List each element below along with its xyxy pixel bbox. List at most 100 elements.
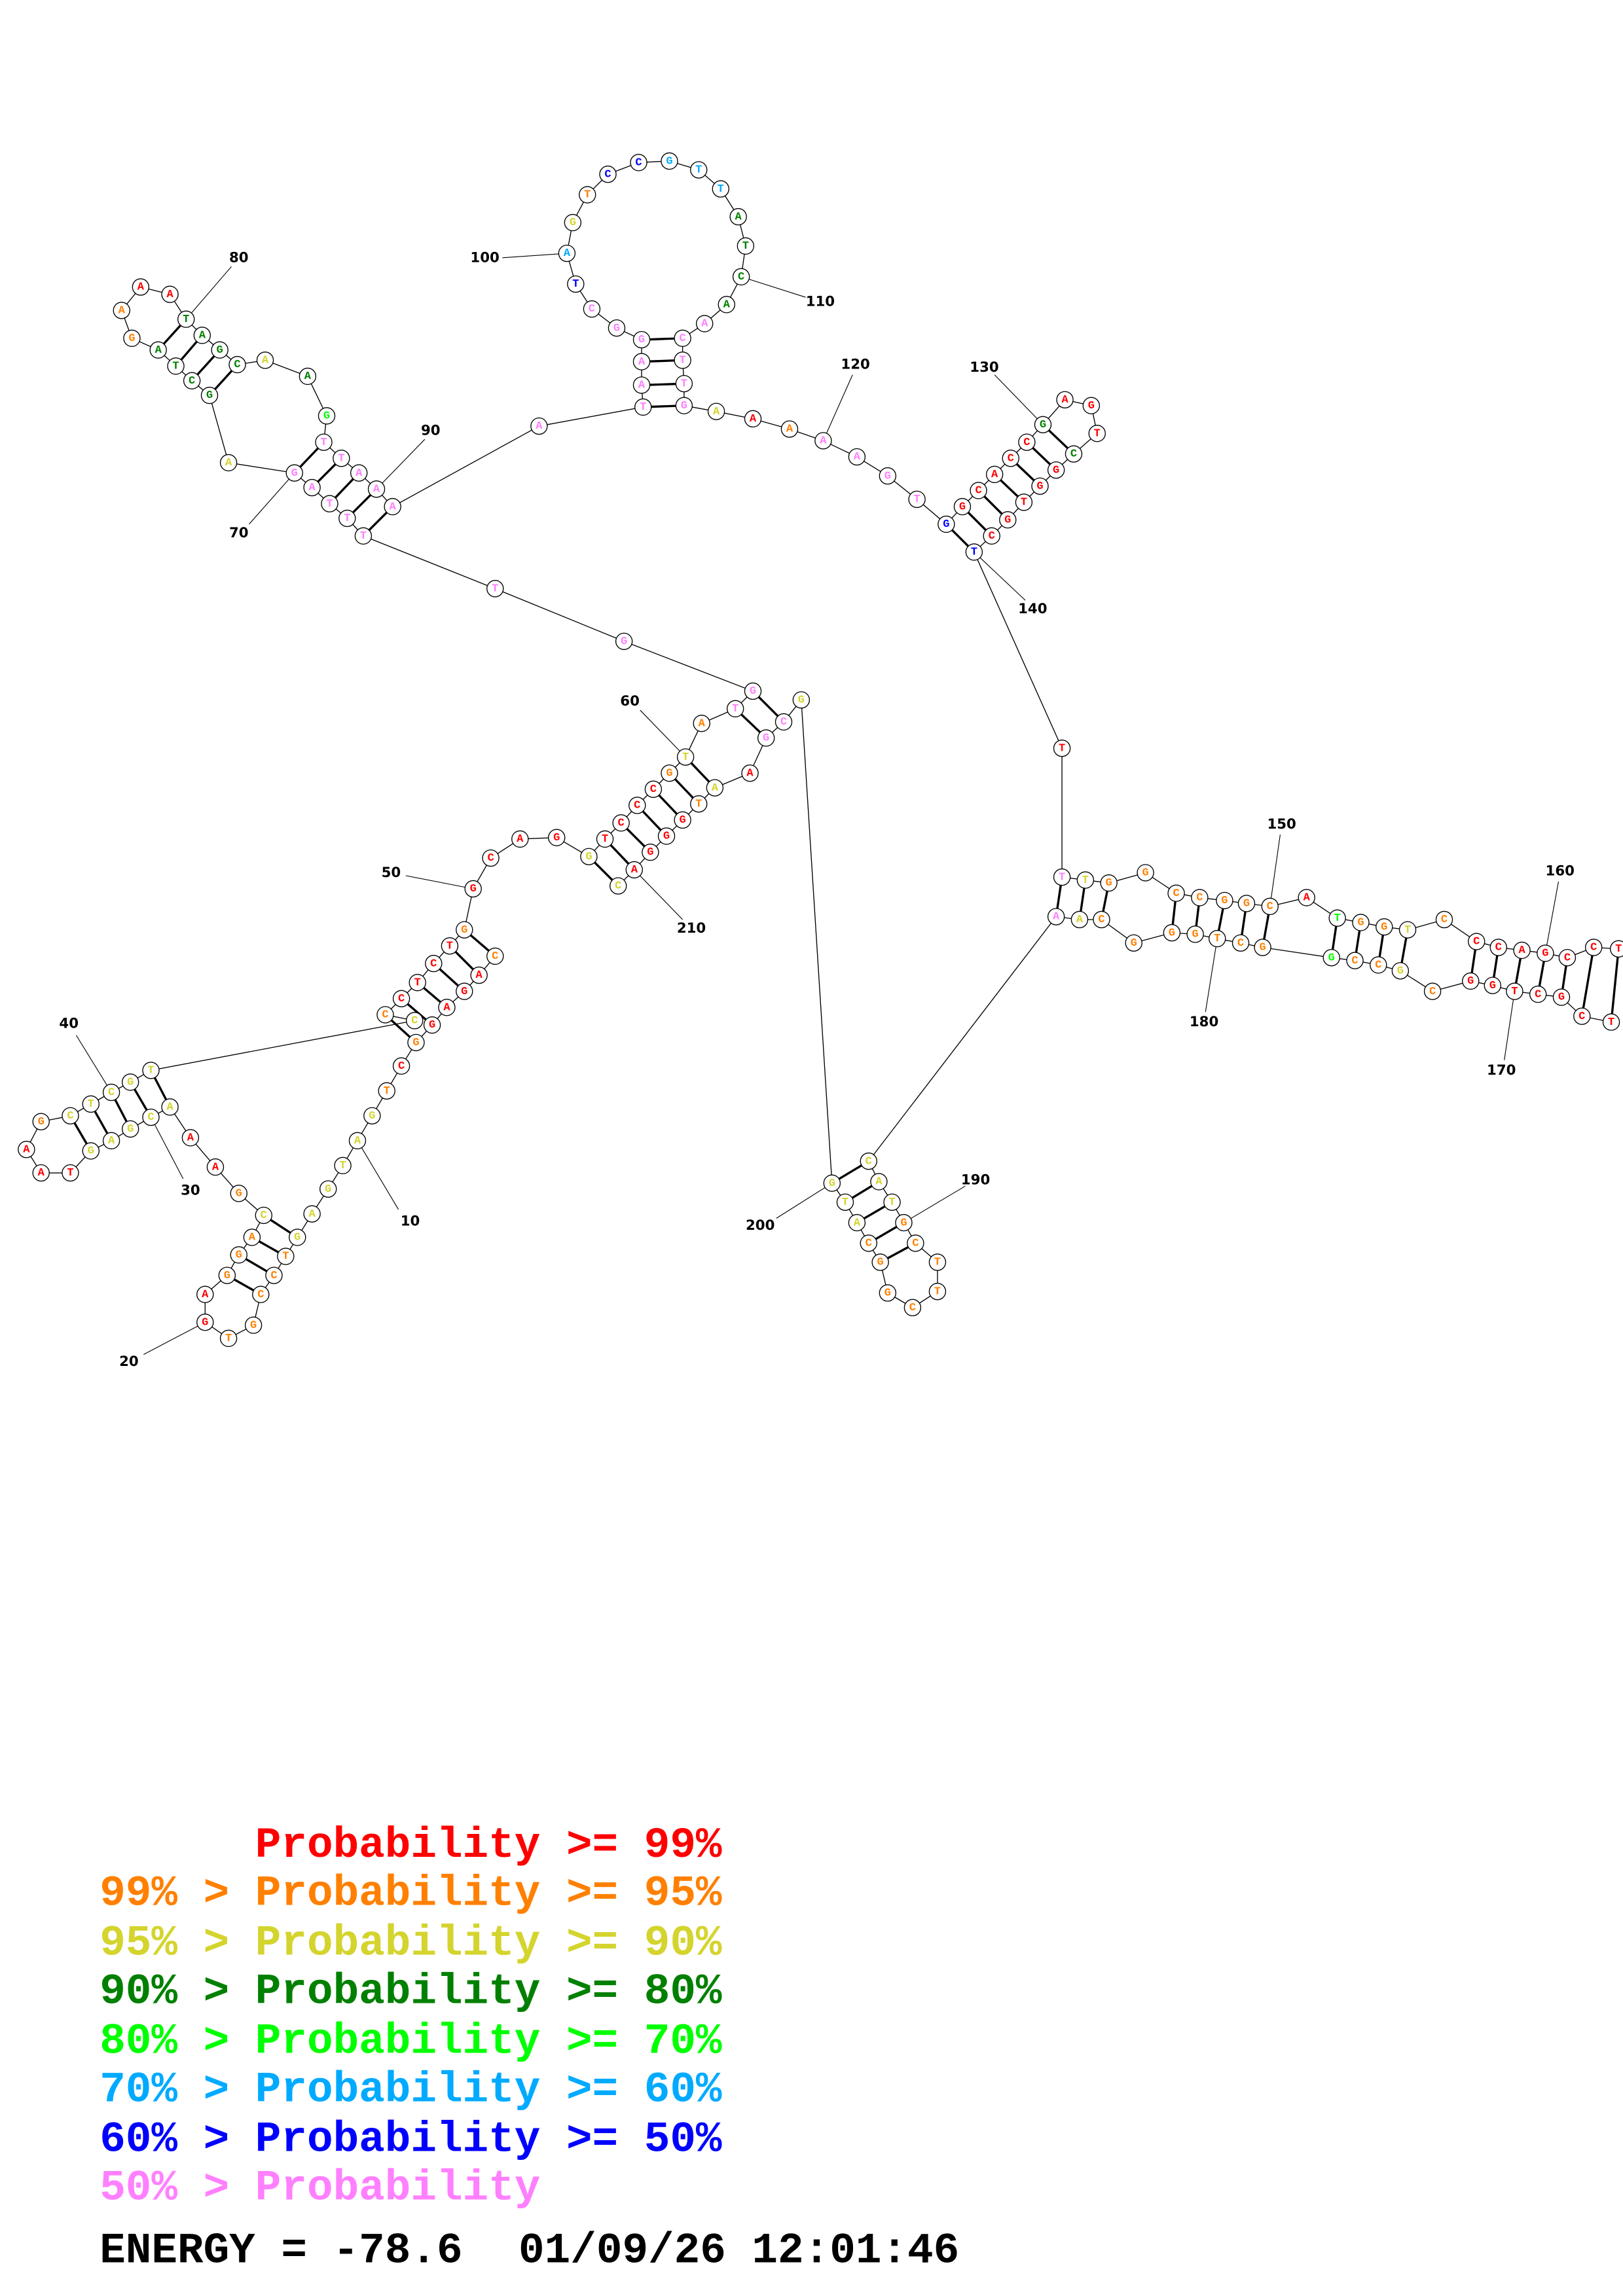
nucleotide-base: G: [647, 846, 653, 859]
nucleotide-base: T: [1214, 933, 1220, 945]
nucleotide-circle: [196, 1314, 214, 1331]
nucleotide: A: [848, 448, 866, 466]
nucleotide-circle: [132, 278, 150, 296]
nucleotide-circle: [674, 351, 691, 369]
nucleotide: G: [1462, 972, 1480, 990]
nucleotide-base: C: [1375, 960, 1381, 972]
nucleotide-circle: [1209, 929, 1226, 948]
nucleotide: A: [161, 285, 179, 303]
base-pair-bond: [1580, 947, 1595, 1016]
nucleotide-circle: [486, 580, 504, 598]
nucleotide-base: C: [257, 1289, 264, 1301]
nucleotide: T: [441, 937, 459, 955]
nucleotide-base: G: [585, 851, 592, 863]
nucleotide: G: [82, 1142, 100, 1160]
nucleotide: C: [1584, 939, 1603, 956]
nucleotide-base: T: [384, 1085, 390, 1098]
position-label: 50: [382, 865, 401, 881]
nucleotide-circle: [123, 329, 141, 348]
nucleotide-circle: [1031, 477, 1049, 495]
nucleotide: T: [908, 490, 926, 509]
nucleotide-base: A: [155, 344, 162, 357]
nucleotide-circle: [675, 374, 693, 393]
nucleotide: A: [530, 417, 548, 435]
position-label-leader: [1205, 938, 1218, 1013]
nucleotide-base: T: [338, 452, 344, 465]
nucleotide-base: C: [261, 1210, 267, 1222]
nucleotide-circle: [895, 1213, 913, 1232]
nucleotide-base: C: [1098, 914, 1104, 926]
position-label-leader: [740, 276, 806, 298]
nucleotide-circle: [608, 319, 626, 337]
nucleotide: A: [695, 315, 714, 332]
nucleotide-circle: [392, 1057, 410, 1075]
nucleotide: T: [338, 509, 356, 528]
nucleotide-circle: [161, 1098, 179, 1116]
nucleotide-base: T: [414, 977, 421, 989]
nucleotide: T: [690, 161, 708, 179]
nucleotide-circle: [741, 764, 759, 782]
nucleotide: A: [219, 454, 238, 472]
nucleotide-circle: [548, 829, 566, 846]
nucleotide-circle: [319, 1180, 337, 1198]
nucleotide-base: T: [492, 583, 498, 596]
nucleotide: T: [177, 310, 195, 328]
nucleotide: G: [464, 880, 482, 898]
nucleotide-circle: [661, 764, 678, 782]
nucleotide: G: [642, 843, 659, 861]
nucleotide-circle: [456, 982, 473, 1000]
nucleotide-circle: [142, 1108, 160, 1126]
nucleotide: C: [482, 849, 500, 867]
nucleotide-circle: [567, 275, 585, 293]
nucleotide: T: [62, 1164, 79, 1182]
nucleotide: A: [1056, 391, 1074, 408]
nucleotide-base: G: [224, 1270, 230, 1282]
nucleotide: A: [707, 403, 725, 420]
nucleotide-circle: [423, 1016, 441, 1034]
nucleotide-circle: [1231, 934, 1250, 952]
nucleotide-circle: [630, 154, 647, 171]
nucleotide: A: [558, 244, 576, 262]
nucleotide: C: [732, 268, 750, 286]
nucleotide-circle: [707, 403, 725, 420]
nucleotide-circle: [737, 237, 755, 255]
nucleotide: G: [657, 827, 676, 845]
nucleotide-circle: [244, 1316, 263, 1334]
nucleotide-circle: [486, 947, 504, 965]
nucleotide: G: [1163, 924, 1181, 942]
nucleotide-base: T: [1334, 912, 1341, 925]
nucleotide: G: [123, 329, 141, 348]
nucleotide-circle: [732, 268, 750, 286]
nucleotide-base: A: [108, 1135, 115, 1147]
nucleotide: T: [219, 1329, 238, 1348]
nucleotide-base: A: [390, 501, 397, 513]
nucleotide-circle: [690, 795, 708, 813]
nucleotide-circle: [1047, 908, 1065, 925]
nucleotide-base: C: [147, 1111, 154, 1124]
nucleotide: C: [1468, 933, 1486, 950]
position-label: 100: [470, 249, 499, 266]
nucleotide-base: T: [326, 498, 333, 511]
position-label: 160: [1546, 863, 1575, 880]
legend-line-60: 70% > Probability >= 60%: [100, 2065, 722, 2114]
nucleotide-circle: [62, 1107, 79, 1124]
nucleotide-base: C: [189, 375, 195, 387]
nucleotide-base: C: [67, 1110, 73, 1122]
position-label: 170: [1487, 1062, 1516, 1079]
base-pair-bond: [1610, 948, 1620, 1022]
nucleotide: T: [1088, 425, 1106, 442]
nucleotide-circle: [615, 632, 633, 651]
nucleotide: A: [161, 1098, 179, 1116]
nucleotide: A: [780, 420, 799, 438]
nucleotide: T: [167, 357, 185, 375]
nucleotide-base: C: [866, 1238, 872, 1250]
nucleotide-circle: [18, 1141, 35, 1158]
nucleotide-circle: [1163, 924, 1181, 942]
nucleotide-circle: [183, 372, 201, 389]
nucleotide: A: [193, 327, 211, 344]
nucleotide-circle: [860, 1234, 877, 1252]
nucleotide-circle: [1484, 977, 1502, 994]
nucleotide-base: C: [680, 332, 686, 345]
nucleotide-circle: [142, 1062, 160, 1079]
nucleotide-base: G: [127, 1123, 134, 1136]
